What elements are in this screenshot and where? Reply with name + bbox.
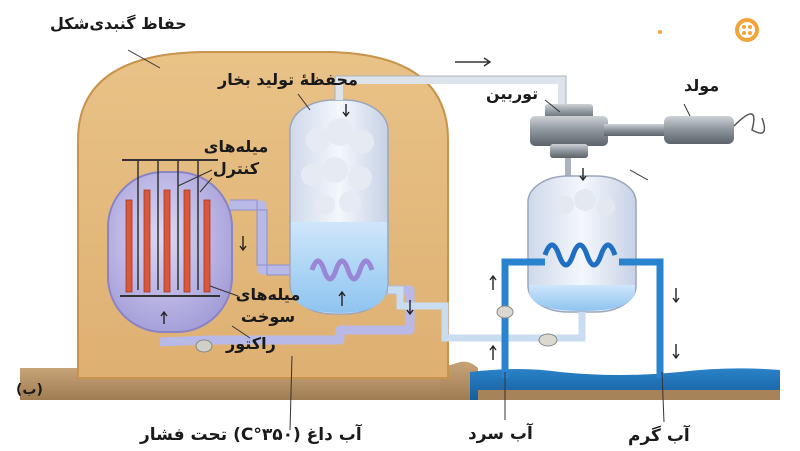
leader-lines [127,49,691,431]
turbine [530,104,664,158]
reactor-pump [195,339,213,353]
ground-slope [440,361,478,400]
label-cold-water: آب سرد [468,424,533,444]
flow-arrows [160,104,680,360]
steam-generator-coil [309,258,375,282]
cooling-pump [496,305,514,319]
condenser-coil [542,242,618,268]
label-steam-generator: محفظهٔ تولید بخار [218,70,358,89]
condenser-steam [556,189,615,216]
label-panel-tag: (ب) [16,382,43,398]
steam-line [335,76,566,104]
ground-strip [478,390,780,400]
label-reactor: راکتور [226,334,276,353]
feedwater-pump [538,333,558,347]
feedwater-return [388,286,586,342]
label-turbine: توربین [486,84,539,103]
steam-flow-arrow [455,57,492,67]
label-generator: مولد [684,76,720,95]
steam-clouds [301,118,374,215]
label-warm-water: آب گرم [628,426,690,446]
label-control-rods: میله‌های کنترل [203,137,269,178]
generator [664,113,766,144]
label-containment: حفاظ گنبدی‌شکل [50,14,187,33]
film-reel-icon [735,18,759,42]
label-fuel-rods: میله‌های سوخت [235,285,301,326]
label-hot-water: آب داغ (۳۵۰°C) تحت فشار [140,425,362,445]
steam-line-edge [334,75,567,104]
fuel-rods [125,189,211,293]
cooling-pipes [501,258,664,378]
control-rods [137,160,199,290]
accent-dot [658,30,662,34]
condenser-water [529,285,635,311]
